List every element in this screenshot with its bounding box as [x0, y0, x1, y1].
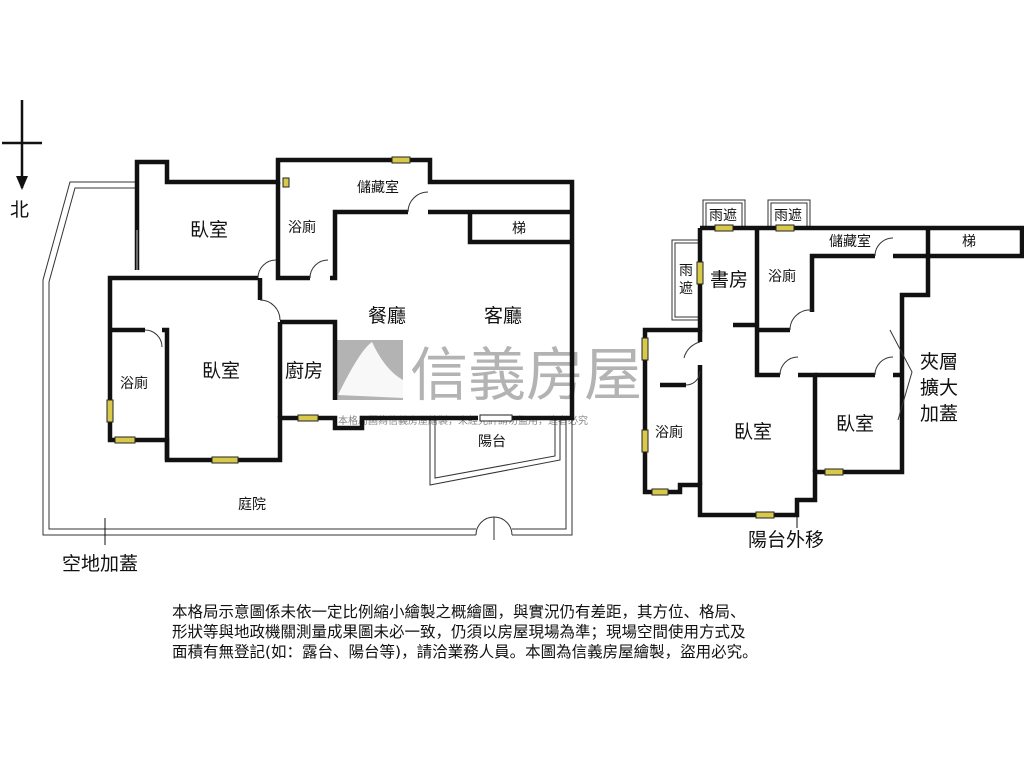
room-bath-left: 浴廁	[120, 375, 148, 392]
watermark-brand: 信義房屋	[410, 341, 642, 409]
annotation-open-space: 空地加蓋	[62, 553, 138, 575]
annotation-mezzanine-2: 擴大	[920, 377, 958, 399]
compass-label: 北	[10, 199, 29, 221]
watermark-logo	[335, 340, 403, 400]
annotation-balcony-moved: 陽台外移	[748, 529, 824, 551]
right-plan	[641, 199, 1024, 528]
disclaimer-line: 形狀等與地政機關測量成果圖未必一致，仍須以房屋現場為準；現場空間使用方式及	[172, 623, 746, 641]
room-canopy-1: 雨遮	[709, 208, 737, 224]
room-canopy-side: 雨遮	[679, 263, 693, 297]
room-bath-left-right: 浴廁	[655, 424, 683, 441]
north-arrow-icon	[2, 100, 42, 190]
room-storage-right: 儲藏室	[829, 233, 871, 250]
room-stairs-right: 梯	[962, 234, 976, 250]
room-study: 書房	[710, 269, 748, 291]
room-bedroom-top: 臥室	[190, 219, 228, 241]
room-storage: 儲藏室	[357, 179, 399, 196]
room-bath-top-right: 浴廁	[768, 268, 796, 285]
room-dining: 餐廳	[368, 305, 406, 327]
room-bedroom-main: 臥室	[202, 360, 240, 382]
annotation-mezzanine-1: 夾層	[920, 351, 958, 373]
room-balcony: 陽台	[478, 434, 506, 450]
room-canopy-2: 雨遮	[774, 208, 802, 224]
left-plan	[42, 156, 575, 540]
disclaimer-line: 本格局示意圖係未依一定比例縮小繪製之概繪圖，與實況仍有差距，其方位、格局、	[172, 603, 746, 621]
room-bath-top: 浴廁	[288, 219, 316, 236]
room-stairs: 梯	[512, 221, 526, 237]
room-kitchen: 廚房	[285, 359, 323, 382]
room-courtyard: 庭院	[238, 496, 266, 513]
disclaimer-line: 面積有無登記(如：露台、陽台等)，請洽業務人員。本圖為信義房屋繪製，盜用必究。	[172, 643, 758, 661]
room-bedroom-1: 臥室	[734, 421, 772, 443]
annotation-mezzanine-3: 加蓋	[920, 403, 958, 425]
disclaimer: 本格局示意圖係未依一定比例縮小繪製之概繪圖，與實況仍有差距，其方位、格局、 形狀…	[172, 602, 872, 662]
room-bedroom-2: 臥室	[836, 413, 874, 435]
room-living: 客廳	[484, 305, 522, 327]
